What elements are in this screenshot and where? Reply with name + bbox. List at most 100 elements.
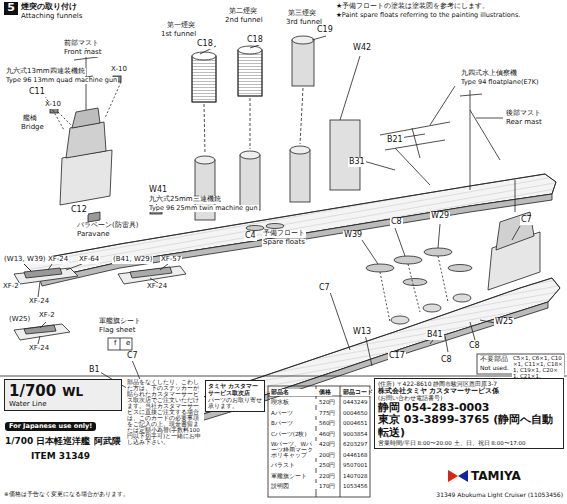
part-label: 部品をなくしたり、こわした方は、下のステッカーが貼られたカスタマーサービス取次店… xyxy=(126,379,204,446)
part-label: 170円 xyxy=(318,483,337,489)
drawing-stroke xyxy=(448,470,458,482)
part-label: 価格 xyxy=(318,389,332,396)
part-label: 775円 xyxy=(318,410,337,416)
drawing-stroke xyxy=(423,304,441,312)
drawing-stroke xyxy=(312,36,326,40)
part-label: 2nd funnel xyxy=(224,17,264,25)
drawing-stroke xyxy=(72,108,100,128)
part-label: C19 xyxy=(316,26,334,35)
step-number: 5 xyxy=(4,2,18,15)
drawing-stroke xyxy=(40,194,552,286)
part-label: 1st funnel xyxy=(160,31,197,39)
part-label: 第一煙突 xyxy=(166,22,196,30)
drawing-stroke xyxy=(476,118,503,119)
drawing-stroke xyxy=(268,386,370,497)
drawing-stroke xyxy=(300,88,303,144)
drawing-stroke xyxy=(453,294,471,302)
drawing-stroke xyxy=(58,112,72,126)
part-label: C7 xyxy=(126,352,139,361)
drawing-stroke xyxy=(424,248,452,256)
drawing-stroke xyxy=(268,396,370,397)
drawing-stroke xyxy=(66,264,82,270)
part-label: ★Paint spare floats referring to the pai… xyxy=(335,12,521,19)
drawing-stroke xyxy=(448,265,472,272)
part-label: 喫水板 xyxy=(270,399,318,405)
part-label: Paravane xyxy=(76,231,111,239)
drawing-stroke xyxy=(240,151,260,159)
upper-ship xyxy=(22,36,556,286)
drawing-stroke xyxy=(120,338,121,350)
drawing-stroke xyxy=(330,292,350,350)
part-label: Spare floats xyxy=(262,239,306,247)
part-label: パラベーン(防雷具) xyxy=(76,222,139,230)
drawing-stroke xyxy=(395,148,430,185)
drawing-stroke xyxy=(60,150,112,205)
part-label: 6203297 xyxy=(342,441,369,447)
part-label: X-10 xyxy=(110,66,128,74)
node-text: (住所) 〒422-8610 静岡市駿河区恩田原3-7 xyxy=(378,381,560,388)
part-label: W25 xyxy=(494,318,514,327)
part-label: C18 xyxy=(246,36,264,45)
drawing-stroke xyxy=(470,110,500,160)
drawing-stroke xyxy=(105,82,121,118)
drawing-stroke xyxy=(394,256,422,264)
part-label: ※価格は予告なく変更になる場合があります。 xyxy=(3,491,130,497)
drawing-stroke xyxy=(496,212,534,250)
part-label: C8 xyxy=(468,342,481,351)
part-label: 第三煙突 xyxy=(287,10,317,18)
drawing-stroke xyxy=(412,128,420,158)
part-label: C7 xyxy=(318,284,331,293)
drawing-stroke xyxy=(512,226,520,240)
part-label: Type 96 13mm quad machine gun xyxy=(5,77,118,84)
part-label: XF-24 xyxy=(28,298,50,306)
drawing-stroke xyxy=(340,56,360,120)
drawing-stroke xyxy=(204,104,205,154)
part-label: For Japanese use only! xyxy=(5,422,96,431)
drawing-stroke xyxy=(380,122,450,135)
part-label: ★予備フロートの塗装は塗装図を参考にします。 xyxy=(335,3,490,11)
part-label: Rear mast xyxy=(505,119,543,127)
drawing-stroke xyxy=(250,98,251,149)
node-text: パーツのお取り寄せ承ります。 xyxy=(208,397,262,410)
part-label: (B41, W29) xyxy=(112,256,153,264)
drawing-stroke xyxy=(38,282,40,297)
node-text: タミヤ カスタマー サービス取次店 xyxy=(208,383,262,397)
drawing-stroke xyxy=(74,57,98,60)
drawing-stroke xyxy=(0,376,567,377)
part-label: 520円 xyxy=(318,399,337,405)
drawing-stroke xyxy=(290,150,310,202)
part-label: 部品名 xyxy=(270,389,318,396)
node-text: 1/700 xyxy=(9,383,56,400)
drawing-stroke xyxy=(195,156,215,164)
drawing-stroke xyxy=(438,224,440,248)
part-label: 460円 xyxy=(318,431,337,437)
drawing-stroke xyxy=(340,386,341,497)
drawing-stroke xyxy=(408,264,420,312)
tamiya-logo xyxy=(448,470,468,482)
node-text: 東京 03-3899-3765 (静岡へ自動転送) xyxy=(378,414,560,439)
drawing-stroke xyxy=(192,56,216,102)
part-label: Bパーツ xyxy=(270,420,318,426)
node-text: 営業時間/平日 8:00〜20:00 土、日、祝日 8:00〜17:00 xyxy=(378,440,560,446)
drawing-stroke xyxy=(48,264,52,270)
part-label: e xyxy=(125,340,131,348)
part-label: Bridge xyxy=(20,124,45,132)
part-label: Aパーツ xyxy=(270,410,318,416)
drawing-stroke xyxy=(330,120,360,190)
drawing-stroke xyxy=(470,322,475,340)
part-label: X-10 xyxy=(44,101,62,109)
part-label: 9507001 xyxy=(342,462,369,468)
part-label: 9003854 xyxy=(342,431,369,437)
part-label: C12 xyxy=(70,206,88,215)
drawing-stroke xyxy=(438,256,448,302)
part-label: (W25) xyxy=(8,316,31,324)
drawing-stroke xyxy=(160,264,168,270)
drawing-stroke xyxy=(130,267,172,278)
node-text: 株式会社タミヤ カスタマーサービス係 xyxy=(378,388,560,395)
part-label: 0004651 xyxy=(342,420,369,426)
drawing-stroke xyxy=(460,94,482,96)
drawing-stroke xyxy=(40,322,46,328)
drawing-stroke xyxy=(238,46,262,54)
part-label: W42 xyxy=(352,44,372,53)
drawing-stroke xyxy=(290,146,310,154)
